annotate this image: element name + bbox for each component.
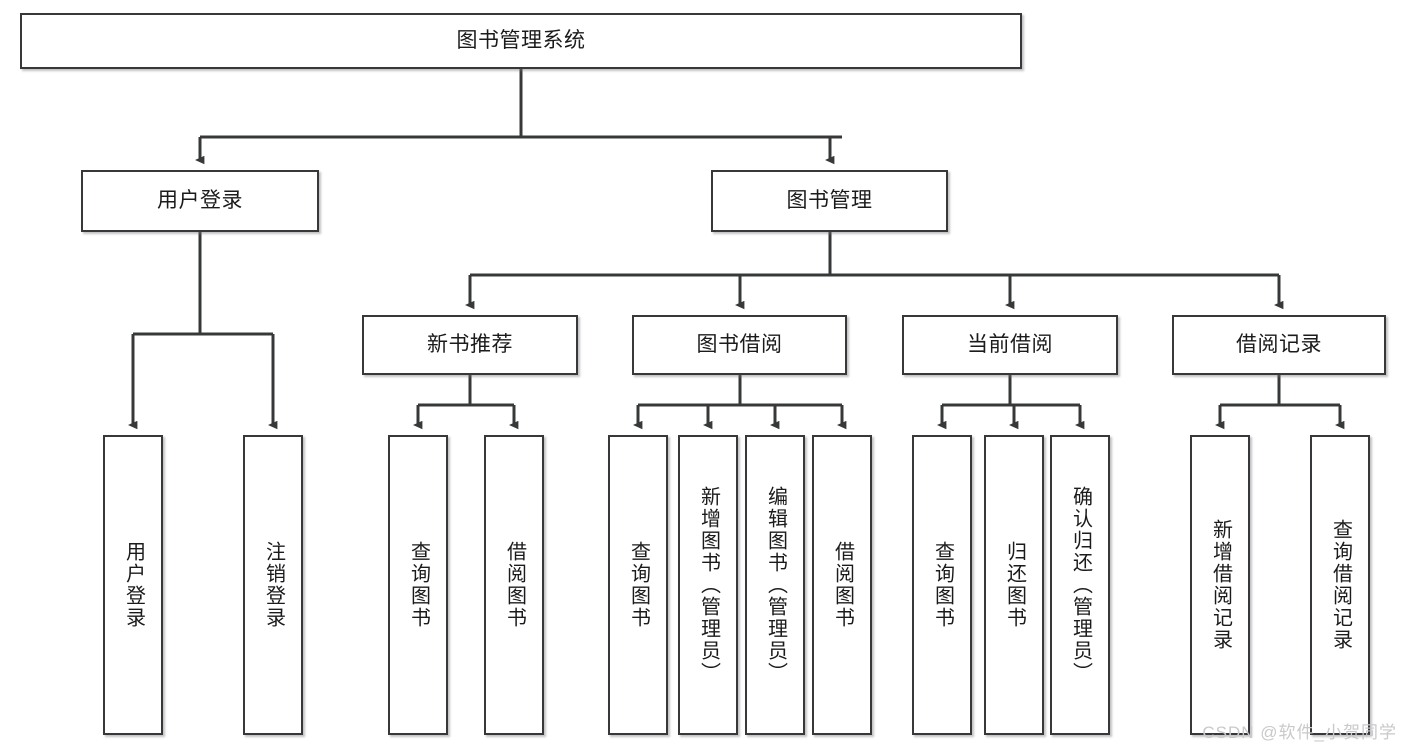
leaf-label: 借阅图书 bbox=[503, 541, 526, 629]
leaf-label: 归还图书 bbox=[1003, 541, 1026, 629]
leaf-label: 查询图书 bbox=[931, 541, 954, 629]
node-book-management[interactable]: 图书管理 bbox=[711, 170, 948, 232]
leaf-add-borrow-record[interactable]: 新增借阅记录 bbox=[1190, 435, 1250, 735]
leaf-confirm-return-admin[interactable]: 确认归还（管理员） bbox=[1050, 435, 1110, 735]
leaf-borrow-book-recommendation[interactable]: 借阅图书 bbox=[484, 435, 544, 735]
leaf-label: 注销登录 bbox=[262, 541, 285, 629]
leaf-user-login[interactable]: 用户登录 bbox=[103, 435, 163, 735]
leaf-query-borrow-record[interactable]: 查询借阅记录 bbox=[1310, 435, 1370, 735]
leaf-label: 查询借阅记录 bbox=[1329, 519, 1352, 651]
leaf-label: 借阅图书 bbox=[831, 541, 854, 629]
leaf-return-book[interactable]: 归还图书 bbox=[984, 435, 1044, 735]
node-borrow-record[interactable]: 借阅记录 bbox=[1172, 315, 1386, 375]
node-user-login[interactable]: 用户登录 bbox=[81, 170, 319, 232]
watermark: CSDN @软件_小贺同学 bbox=[1202, 723, 1397, 742]
leaf-label: 确认归还（管理员） bbox=[1069, 486, 1092, 684]
node-new-book-recommendation[interactable]: 新书推荐 bbox=[362, 315, 578, 375]
leaf-add-book-admin[interactable]: 新增图书（管理员） bbox=[678, 435, 738, 735]
leaf-edit-book-admin[interactable]: 编辑图书（管理员） bbox=[745, 435, 805, 735]
leaf-query-book-recommendation[interactable]: 查询图书 bbox=[388, 435, 448, 735]
node-root-system[interactable]: 图书管理系统 bbox=[20, 13, 1022, 69]
leaf-logout[interactable]: 注销登录 bbox=[243, 435, 303, 735]
leaf-borrow-book[interactable]: 借阅图书 bbox=[812, 435, 872, 735]
leaf-label: 新增借阅记录 bbox=[1209, 519, 1232, 651]
leaf-query-book-current[interactable]: 查询图书 bbox=[912, 435, 972, 735]
leaf-label: 编辑图书（管理员） bbox=[764, 486, 787, 684]
node-book-borrow[interactable]: 图书借阅 bbox=[632, 315, 847, 375]
node-current-borrow[interactable]: 当前借阅 bbox=[902, 315, 1118, 375]
leaf-label: 查询图书 bbox=[407, 541, 430, 629]
leaf-label: 新增图书（管理员） bbox=[697, 486, 720, 684]
leaf-query-book-borrow[interactable]: 查询图书 bbox=[608, 435, 668, 735]
leaf-label: 查询图书 bbox=[627, 541, 650, 629]
leaf-label: 用户登录 bbox=[122, 541, 145, 629]
